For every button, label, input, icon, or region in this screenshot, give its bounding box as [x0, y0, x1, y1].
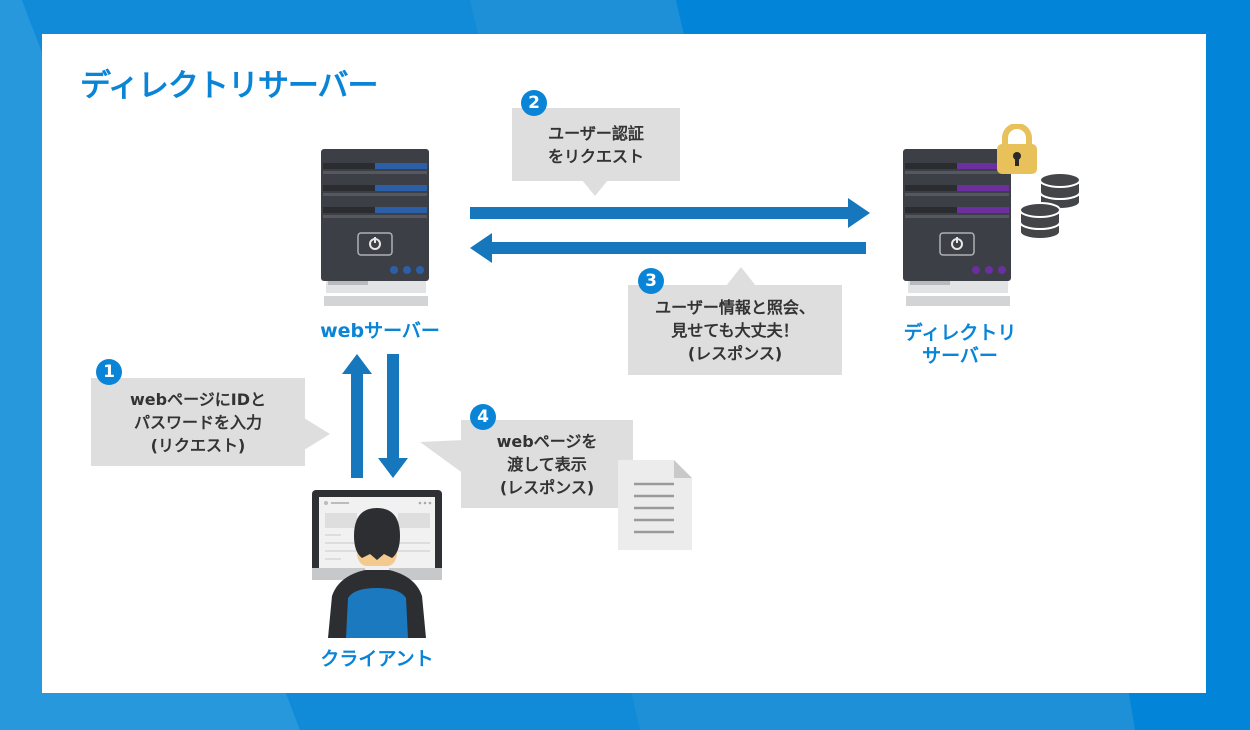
step-3-line: ユーザー情報と照会、	[655, 297, 815, 317]
step-3-bubble-tail	[726, 267, 756, 286]
step-1-line: (リクエスト)	[150, 435, 246, 455]
step-4-line: webページを	[496, 431, 598, 451]
document-icon	[618, 460, 692, 550]
step-4-bubble-tail	[420, 440, 464, 474]
step-2-line: ユーザー認証	[548, 123, 644, 143]
step-3-line: (レスポンス)	[687, 343, 783, 363]
web-server-icon	[321, 149, 429, 306]
step-3-line: 見せても大丈夫！	[671, 320, 799, 340]
directory-server-label: ディレクトリ サーバー	[880, 322, 1040, 368]
arrow-down-response	[378, 354, 408, 478]
arrow-up-request	[342, 354, 372, 478]
step-1-line: webページにIDと	[129, 389, 266, 409]
step-1-line: パスワードを入力	[133, 412, 262, 432]
database-icon	[1019, 172, 1081, 240]
step-1-bubble: webページにIDと パスワードを入力 (リクエスト)	[91, 378, 305, 466]
step-2-badge: 2	[521, 90, 547, 116]
client-label: クライアント	[320, 648, 434, 670]
step-2-line: をリクエスト	[547, 146, 644, 166]
step-1-badge: 1	[96, 359, 122, 385]
directory-server-label-line1: ディレクトリ	[903, 322, 1017, 344]
step-3-badge: 3	[638, 268, 664, 294]
directory-server-icon	[903, 149, 1011, 306]
step-4-bubble: webページを 渡して表示 (レスポンス)	[461, 420, 633, 508]
step-3-bubble: ユーザー情報と照会、 見せても大丈夫！ (レスポンス)	[628, 285, 842, 375]
arrow-left-response	[470, 233, 866, 263]
step-4-line: (レスポンス)	[499, 477, 595, 497]
arrow-right-request	[470, 198, 870, 228]
step-1-bubble-tail	[304, 418, 330, 450]
step-4-line: 渡して表示	[507, 454, 587, 474]
step-2-bubble: ユーザー認証 をリクエスト	[512, 108, 680, 181]
step-4-badge: 4	[470, 404, 496, 430]
page-title: ディレクトリサーバー	[80, 68, 379, 104]
arrows-vertical	[342, 354, 408, 478]
directory-server-label-line2: サーバー	[922, 345, 998, 367]
step-2-bubble-tail	[582, 180, 608, 196]
web-server-label: webサーバー	[320, 320, 440, 342]
arrows-horizontal	[470, 198, 870, 263]
lock-icon	[997, 124, 1037, 174]
user-at-monitor-icon	[312, 490, 442, 638]
